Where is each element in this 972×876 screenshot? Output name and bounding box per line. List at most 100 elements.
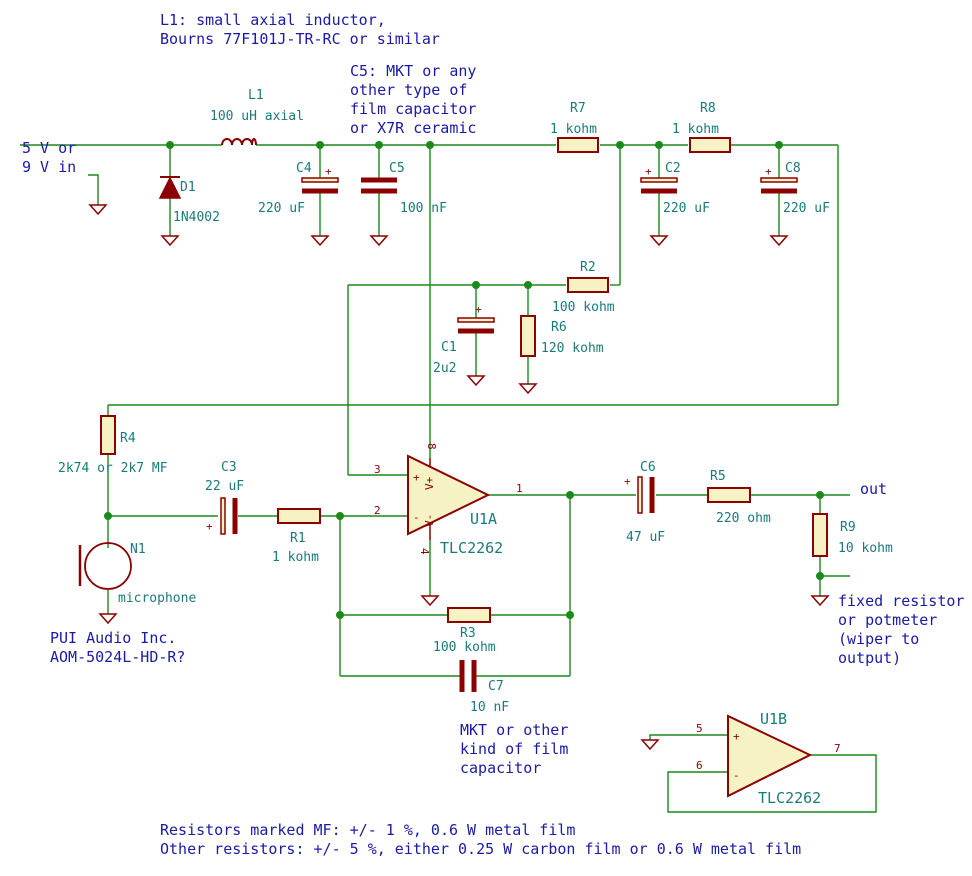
- c6-ref: C6: [640, 460, 656, 475]
- u1a-vplus: V+: [423, 476, 436, 490]
- u1b-value: TLC2262: [758, 789, 821, 807]
- capacitor-c3: +: [206, 497, 238, 535]
- component-labels: L1 100 uH axial D1 1N4002 C4 220 uF C5 1…: [58, 88, 893, 807]
- c7-note-line2: kind of film: [460, 740, 568, 758]
- u1b-minus: -: [733, 769, 740, 782]
- r4-ref: R4: [120, 431, 136, 446]
- c3-value: 22 uF: [205, 479, 244, 494]
- inductor-l1: [221, 138, 257, 146]
- resistor-r5: [707, 487, 751, 503]
- r6-ref: R6: [551, 320, 567, 335]
- capacitor-c2: +: [640, 165, 678, 194]
- capacitor-c4: +: [301, 165, 339, 194]
- c7-ref: C7: [488, 679, 504, 694]
- c5-note-line1: C5: MKT or any: [350, 62, 476, 80]
- ground-icon: [769, 235, 789, 247]
- output-label: out: [860, 480, 887, 498]
- pot-note-line4: output): [838, 649, 901, 667]
- l1-note-line1: L1: small axial inductor,: [160, 11, 386, 29]
- ground-icon: [369, 235, 389, 247]
- ground-symbols: [88, 204, 830, 751]
- r2-value: 100 kohm: [552, 300, 615, 315]
- pin-labels: 3 2 1 8 4 + - V+ V- 5 6 7 + -: [374, 443, 841, 782]
- c2-ref: C2: [665, 161, 681, 176]
- n1-ref: N1: [130, 542, 146, 557]
- c2-value: 220 uF: [663, 201, 710, 216]
- d1-value: 1N4002: [173, 210, 220, 225]
- u1b-plus: +: [733, 730, 740, 743]
- r9-value: 10 kohm: [838, 541, 893, 556]
- u1a-vminus: V-: [423, 514, 436, 527]
- resistor-r7: [557, 137, 599, 153]
- l1-value: 100 uH axial: [210, 109, 304, 124]
- c7-note-line1: MKT or other: [460, 721, 568, 739]
- resistor-r6: [520, 315, 536, 357]
- svg-text:+: +: [765, 165, 772, 178]
- r9-ref: R9: [840, 520, 856, 535]
- c8-value: 220 uF: [783, 201, 830, 216]
- pot-note-line2: or potmeter: [838, 611, 937, 629]
- wires: [20, 144, 877, 813]
- ground-icon: [640, 739, 660, 751]
- r8-value: 1 kohm: [672, 122, 719, 137]
- c5-note-line4: or X7R ceramic: [350, 119, 476, 137]
- pin-3: 3: [374, 463, 381, 476]
- u1a-value: TLC2262: [440, 539, 503, 557]
- pin-2: 2: [374, 504, 381, 517]
- c4-value: 220 uF: [258, 201, 305, 216]
- resistor-r2: [567, 277, 609, 293]
- capacitor-c8: +: [760, 165, 798, 194]
- resistor-r4: [100, 415, 116, 455]
- c7-value: 10 nF: [470, 700, 509, 715]
- r5-ref: R5: [710, 469, 726, 484]
- r4-value: 2k74 or 2k7 MF: [58, 461, 168, 476]
- c5-ref: C5: [389, 161, 405, 176]
- pin-6: 6: [696, 759, 703, 772]
- r1-value: 1 kohm: [272, 550, 319, 565]
- c5-value: 100 nF: [400, 201, 447, 216]
- capacitor-c1: +: [457, 303, 495, 334]
- ground-icon: [160, 235, 180, 247]
- r3-value: 100 kohm: [433, 640, 496, 655]
- capacitor-c5: [361, 177, 397, 194]
- u1a-ref: U1A: [470, 510, 497, 528]
- pot-note-line1: fixed resistor: [838, 592, 964, 610]
- pin-5: 5: [696, 722, 703, 735]
- c6-value: 47 uF: [626, 530, 665, 545]
- capacitor-c7: [459, 660, 477, 692]
- input-label-line1: 5 V or: [22, 139, 76, 157]
- l1-note-line2: Bourns 77F101J-TR-RC or similar: [160, 30, 440, 48]
- c8-ref: C8: [785, 161, 801, 176]
- u1a-plus: +: [413, 471, 420, 484]
- r5-value: 220 ohm: [716, 511, 771, 526]
- resistor-r8: [689, 137, 731, 153]
- ground-icon: [518, 383, 538, 395]
- svg-text:+: +: [645, 165, 652, 178]
- ground-icon: [88, 204, 108, 216]
- opamp-u1b: [727, 714, 813, 798]
- resistor-note-line2: Other resistors: +/- 5 %, either 0.25 W …: [160, 840, 801, 858]
- c5-note-line3: film capacitor: [350, 100, 476, 118]
- u1a-minus: -: [413, 511, 420, 524]
- ground-icon: [810, 595, 830, 607]
- r3-ref: R3: [460, 626, 476, 641]
- ground-icon: [466, 375, 486, 387]
- pin-8: 8: [425, 443, 438, 450]
- diode-d1: [158, 176, 182, 199]
- resistor-r9: [812, 513, 828, 557]
- resistor-r3: [447, 607, 491, 623]
- junctions: [104, 141, 824, 619]
- r6-value: 120 kohm: [541, 341, 604, 356]
- r8-ref: R8: [700, 101, 716, 116]
- svg-text:+: +: [475, 303, 482, 316]
- pin-4: 4: [418, 548, 431, 555]
- pin-7: 7: [834, 742, 841, 755]
- resistor-r1: [277, 508, 321, 524]
- capacitor-c6: +: [624, 475, 655, 514]
- c1-ref: C1: [441, 340, 457, 355]
- ground-icon: [310, 235, 330, 247]
- pin-1: 1: [516, 482, 523, 495]
- opamp-u1a: [407, 454, 491, 540]
